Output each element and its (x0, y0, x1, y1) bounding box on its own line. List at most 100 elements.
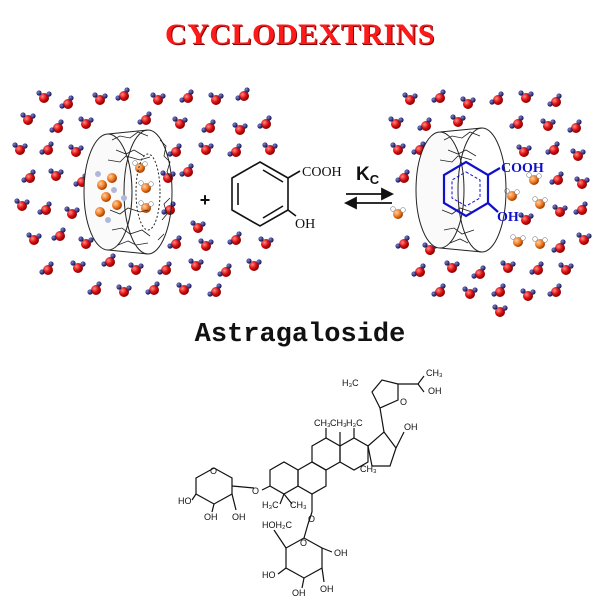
water-molecule (20, 112, 36, 125)
water-molecule (51, 227, 66, 241)
water-molecule (128, 262, 144, 275)
water-molecule (160, 170, 176, 183)
water-molecule (190, 220, 206, 233)
water-molecule (150, 92, 166, 105)
orange-molecule (532, 196, 548, 210)
water-molecule (551, 239, 566, 253)
water-molecule (227, 143, 242, 157)
svg-text:O: O (308, 514, 315, 524)
water-molecule (235, 87, 250, 101)
water-molecule (137, 111, 152, 125)
svg-text:HO: HO (178, 496, 192, 506)
water-molecule (402, 92, 418, 105)
water-molecule (509, 115, 524, 129)
plus-sign: + (200, 190, 211, 210)
water-molecule (87, 281, 102, 295)
orange-molecule (504, 188, 520, 202)
water-molecule (547, 283, 562, 297)
water-molecule (576, 232, 592, 245)
water-molecule (59, 95, 74, 109)
water-molecule (558, 262, 574, 275)
salicylic-acid-structure (231, 161, 301, 227)
orange-molecule (532, 236, 548, 250)
water-molecule (37, 201, 52, 215)
water-molecule (232, 122, 248, 135)
water-molecule (529, 261, 544, 275)
water-molecule (227, 231, 242, 245)
svg-text:OH: OH (334, 548, 348, 558)
water-molecule (431, 283, 446, 297)
water-molecule (567, 119, 582, 133)
svg-text:CH₃: CH₃ (330, 418, 347, 428)
svg-text:OH: OH (232, 512, 246, 522)
svg-text:O: O (400, 397, 407, 407)
water-molecule (26, 232, 42, 245)
cyclodextrin-cylinder-right (415, 127, 507, 253)
water-molecule (145, 281, 160, 295)
water-molecule (395, 169, 410, 183)
water-molecule (116, 284, 132, 297)
svg-text:OH: OH (204, 512, 218, 522)
water-molecule (540, 118, 556, 131)
water-molecule (395, 235, 410, 249)
complex-guest-structure (442, 160, 501, 218)
water-molecule (78, 236, 94, 249)
water-molecule (201, 119, 216, 133)
astragaloside-title: Astragaloside (194, 320, 406, 350)
orange-molecule (138, 180, 154, 194)
water-molecule (520, 288, 536, 301)
water-molecule (12, 142, 28, 155)
water-molecule (518, 90, 534, 103)
water-molecule (188, 258, 204, 271)
water-molecule (573, 201, 588, 215)
svg-text:OH: OH (320, 584, 334, 594)
cyclodextrin-cylinder-left (83, 129, 173, 255)
complex-cooh-label: COOH (501, 161, 544, 176)
complex-oh-label: OH (497, 210, 519, 225)
water-molecule (217, 263, 232, 277)
svg-text:O: O (252, 486, 259, 496)
water-molecule (552, 204, 568, 217)
water-molecule (460, 96, 476, 109)
water-molecule (491, 283, 506, 297)
water-molecule (208, 92, 224, 105)
water-molecule (161, 201, 176, 215)
water-molecule (78, 116, 94, 129)
water-molecule (39, 141, 54, 155)
water-molecule (14, 198, 30, 211)
water-molecule (500, 260, 516, 273)
water-molecule (462, 286, 478, 299)
water-molecule (48, 168, 64, 181)
guest-cluster-left (95, 171, 127, 223)
svg-text:O: O (210, 466, 217, 476)
astragaloside-structure (191, 375, 425, 589)
water-molecule (49, 119, 64, 133)
svg-text:H₃C: H₃C (346, 418, 363, 428)
water-molecule (450, 114, 466, 127)
water-molecule (257, 115, 272, 129)
svg-text:OH: OH (404, 422, 418, 432)
svg-text:CH₃: CH₃ (360, 464, 377, 474)
water-molecule (516, 144, 532, 157)
orange-molecule (390, 206, 406, 220)
svg-text:H₃C: H₃C (262, 500, 279, 510)
water-molecule (157, 261, 172, 275)
water-molecule (574, 176, 590, 189)
water-molecule (262, 142, 278, 155)
water-molecule (411, 263, 426, 277)
water-molecule (547, 93, 562, 107)
water-molecule (444, 260, 460, 273)
water-molecule (417, 117, 432, 131)
water-molecule (167, 143, 182, 157)
svg-text:O: O (300, 538, 307, 548)
water-molecule (258, 236, 274, 249)
water-molecule (176, 282, 192, 295)
water-molecule (518, 212, 534, 225)
water-molecule (549, 171, 564, 185)
svg-text:HO: HO (262, 570, 276, 580)
water-molecule (198, 142, 214, 155)
water-molecule (167, 235, 182, 249)
water-molecule (21, 169, 36, 183)
guest-cooh-label: COOH (302, 165, 342, 180)
